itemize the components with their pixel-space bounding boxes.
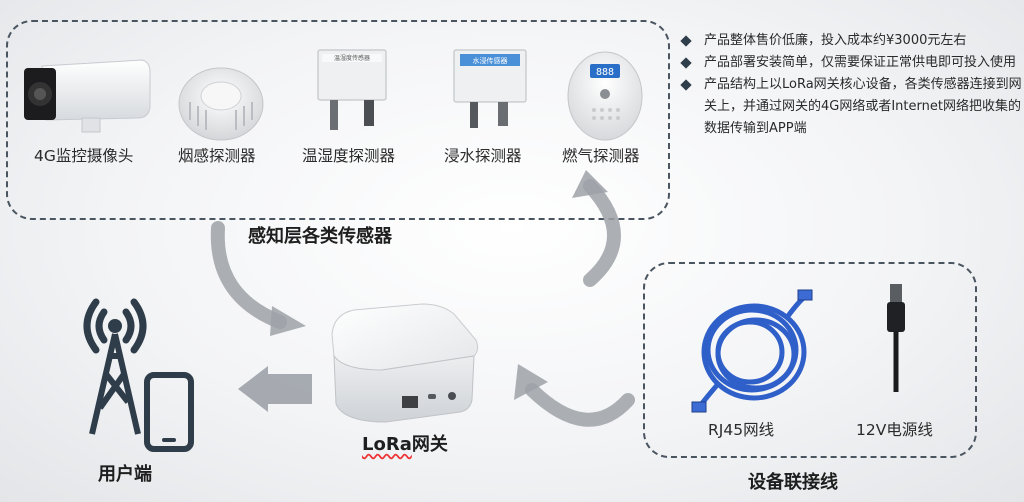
connection-group-title: 设备联接线 xyxy=(748,472,838,493)
arrow-cable-to-gateway xyxy=(514,364,635,427)
diamond-bullet-icon xyxy=(680,57,692,69)
camera-icon xyxy=(24,59,151,133)
gateway-router-icon xyxy=(331,303,479,423)
diamond-bullet-icon xyxy=(680,35,692,47)
gateway-label: LoRa网关 xyxy=(362,430,448,456)
feature-item: 产品结构上以LoRa网关核心设备，各类传感器连接到网关上，并通过网关的4G网络或… xyxy=(676,74,1022,140)
sensor-layer-group xyxy=(6,20,670,220)
connection-cable-group xyxy=(643,262,977,458)
gas-detector-icon: 888 xyxy=(567,51,643,141)
temp-humidity-device-text: 温湿度传感器 xyxy=(334,54,370,62)
cable-label-power: 12V电源线 xyxy=(856,421,933,439)
water-sensor-icon: 水浸传感器 xyxy=(453,49,527,128)
feature-text: 产品部署安装简单，仅需要保证正常供电即可投入使用 xyxy=(704,55,1017,70)
gateway-label-prefix: LoRa xyxy=(362,434,412,455)
ethernet-cable-icon xyxy=(691,289,813,413)
signal-tower-icon xyxy=(83,298,147,435)
feature-list: 产品整体售价低廉，投入成本约¥3000元左右 产品部署安装简单，仅需要保证正常供… xyxy=(676,30,1022,140)
power-cable-icon xyxy=(887,284,905,392)
sensor-label-camera: 4G监控摄像头 xyxy=(34,147,134,165)
sensor-label-smoke: 烟感探测器 xyxy=(178,147,256,165)
feature-item: 产品整体售价低廉，投入成本约¥3000元左右 xyxy=(676,30,1022,52)
arrow-gateway-to-sensor xyxy=(572,170,621,287)
feature-item: 产品部署安装简单，仅需要保证正常供电即可投入使用 xyxy=(676,52,1022,74)
gateway-label-suffix: 网关 xyxy=(411,434,448,455)
arrow-gateway-to-user xyxy=(238,366,312,412)
sensor-label-temp-humidity: 温湿度探测器 xyxy=(302,147,396,165)
smartphone-icon xyxy=(144,372,194,452)
diamond-bullet-icon xyxy=(680,79,692,91)
smoke-detector-icon xyxy=(178,67,264,141)
sensor-layer-title: 感知层各类传感器 xyxy=(248,226,392,247)
feature-text: 产品整体售价低廉，投入成本约¥3000元左右 xyxy=(704,33,967,48)
cable-label-rj45: RJ45网线 xyxy=(708,421,775,439)
arrow-sensor-to-gateway xyxy=(210,221,306,336)
gas-detector-display: 888 xyxy=(596,67,614,78)
water-sensor-device-text: 水浸传感器 xyxy=(473,56,508,65)
sensor-label-gas: 燃气探测器 xyxy=(562,147,640,165)
feature-text: 产品结构上以LoRa网关核心设备，各类传感器连接到网关上，并通过网关的4G网络或… xyxy=(704,77,1022,136)
sensor-label-water: 浸水探测器 xyxy=(444,147,522,165)
user-label: 用户端 xyxy=(98,464,152,485)
temp-humidity-sensor-icon: 温湿度传感器 xyxy=(317,49,387,130)
